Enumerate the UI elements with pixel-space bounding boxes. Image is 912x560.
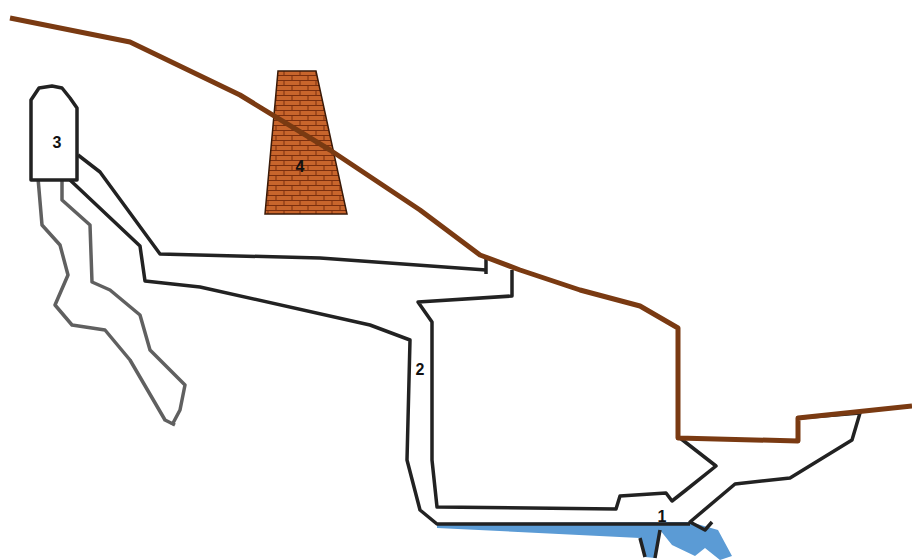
chamber-outline	[26, 84, 80, 182]
callout-number: 1	[658, 508, 667, 526]
ground-surface	[10, 18, 912, 441]
brick-tower: 4	[264, 70, 348, 215]
tower-outline	[265, 71, 347, 214]
chamber: 3	[26, 84, 80, 182]
cave-passage	[70, 155, 860, 558]
callout-number: 2	[416, 361, 425, 379]
callout-number: 4	[296, 158, 305, 176]
grey-passage	[38, 178, 185, 425]
callout-number: 3	[53, 134, 62, 152]
water	[437, 522, 732, 560]
brick-tower-outline	[264, 70, 348, 215]
chamber-outline	[31, 86, 77, 180]
